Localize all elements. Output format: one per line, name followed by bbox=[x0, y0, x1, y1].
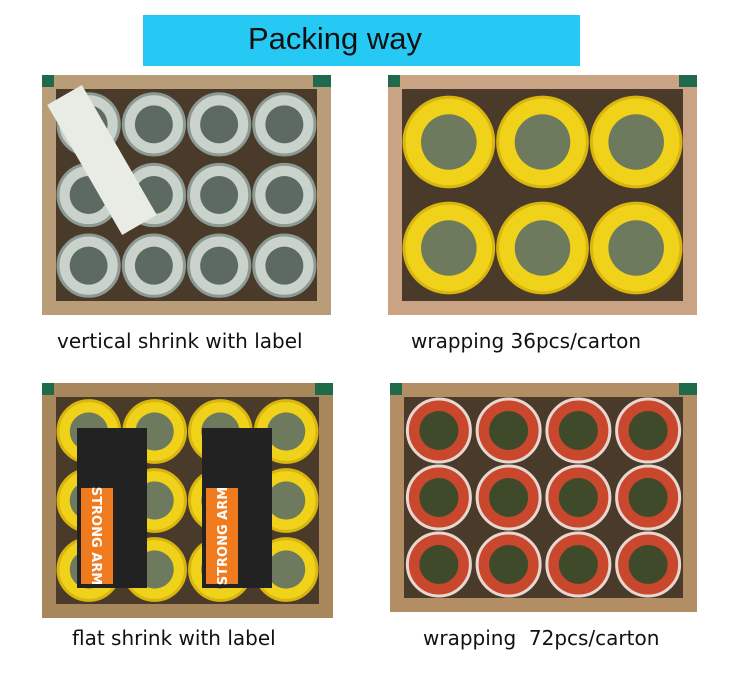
tape-core bbox=[419, 477, 459, 518]
carton-corner bbox=[679, 75, 697, 87]
tape-core bbox=[200, 105, 239, 144]
photo-flat-shrink: STRONG ARM STRONG ARM bbox=[42, 383, 333, 618]
caption-vertical-shrink: vertical shrink with label bbox=[57, 329, 303, 353]
tape-core bbox=[265, 105, 304, 144]
tape-core bbox=[419, 544, 459, 585]
tape-core bbox=[489, 410, 529, 451]
page-title: Packing way bbox=[248, 21, 423, 56]
tape-core bbox=[608, 114, 664, 170]
label-stack bbox=[47, 85, 157, 235]
label-brand-block bbox=[206, 488, 238, 584]
tape-core bbox=[628, 410, 668, 451]
photo-wrapping-72pcs bbox=[390, 383, 697, 612]
tape-core bbox=[421, 114, 477, 170]
tape-core bbox=[628, 477, 668, 518]
tape-core bbox=[489, 477, 529, 518]
carton-corner bbox=[42, 383, 54, 395]
tape-core bbox=[608, 220, 664, 276]
tape-core bbox=[200, 176, 239, 214]
tape-core bbox=[558, 410, 598, 451]
tape-core bbox=[421, 220, 477, 276]
tape-core bbox=[558, 544, 598, 585]
tape-core bbox=[200, 246, 239, 285]
tape-core bbox=[69, 246, 108, 285]
tape-core bbox=[266, 550, 306, 589]
caption-wrapping-72: wrapping 72pcs/carton bbox=[423, 626, 660, 650]
label-brand-text: STRONG ARM bbox=[216, 487, 231, 585]
tape-core bbox=[134, 105, 173, 144]
carton-corner bbox=[315, 383, 333, 395]
caption-wrapping-36: wrapping 36pcs/carton bbox=[411, 329, 642, 353]
photo-wrapping-36pcs bbox=[388, 75, 697, 315]
tape-core bbox=[134, 246, 173, 285]
carton-corner bbox=[42, 75, 54, 87]
tape-core bbox=[514, 114, 571, 170]
title-banner: Packing way bbox=[143, 15, 580, 66]
tape-core bbox=[628, 544, 668, 585]
caption-flat-shrink: flat shrink with label bbox=[72, 626, 276, 650]
carton-corner bbox=[390, 383, 402, 395]
tape-core bbox=[514, 220, 571, 276]
tape-core bbox=[265, 176, 304, 214]
label-brand-text: STRONG ARM bbox=[88, 487, 103, 585]
tape-core bbox=[558, 477, 598, 518]
carton-corner bbox=[679, 383, 697, 395]
photo-vertical-shrink bbox=[42, 75, 331, 315]
tape-core bbox=[419, 410, 459, 451]
tape-core bbox=[265, 246, 304, 285]
label-brand-block bbox=[81, 488, 113, 584]
carton-corner bbox=[313, 75, 331, 87]
tape-core bbox=[489, 544, 529, 585]
carton-corner bbox=[388, 75, 400, 87]
tape-core bbox=[266, 412, 306, 451]
tape-core bbox=[266, 481, 306, 520]
